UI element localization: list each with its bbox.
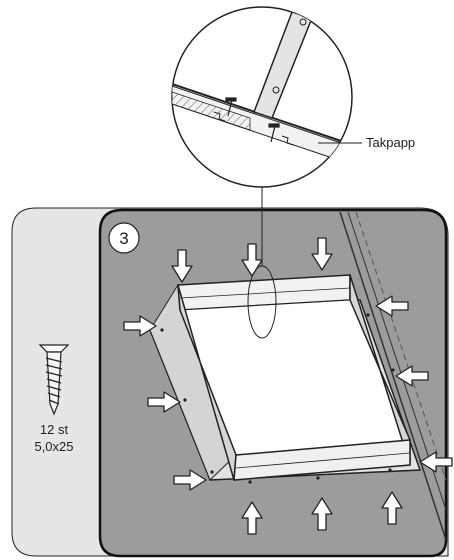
arrow: [311, 497, 333, 531]
arrow: [123, 315, 157, 337]
screw-quantity: 12 st: [40, 422, 69, 437]
arrow: [173, 469, 207, 491]
arrow: [419, 451, 453, 473]
step-number: 3: [119, 229, 128, 248]
arrow: [311, 237, 333, 271]
arrow: [241, 243, 263, 277]
step-badge: 3: [108, 222, 140, 254]
arrow: [171, 249, 193, 283]
screw-icon: [38, 344, 70, 416]
arrow: [395, 365, 429, 387]
magnified-detail: [171, 6, 362, 188]
roof-frame: [160, 274, 411, 484]
arrow: [375, 295, 409, 317]
arrow: [147, 391, 181, 413]
arrows: [123, 237, 453, 535]
arrow: [241, 501, 263, 535]
screw-size: 5,0x25: [34, 439, 73, 454]
callout-label: Takpapp: [366, 135, 415, 150]
arrow: [381, 491, 403, 525]
